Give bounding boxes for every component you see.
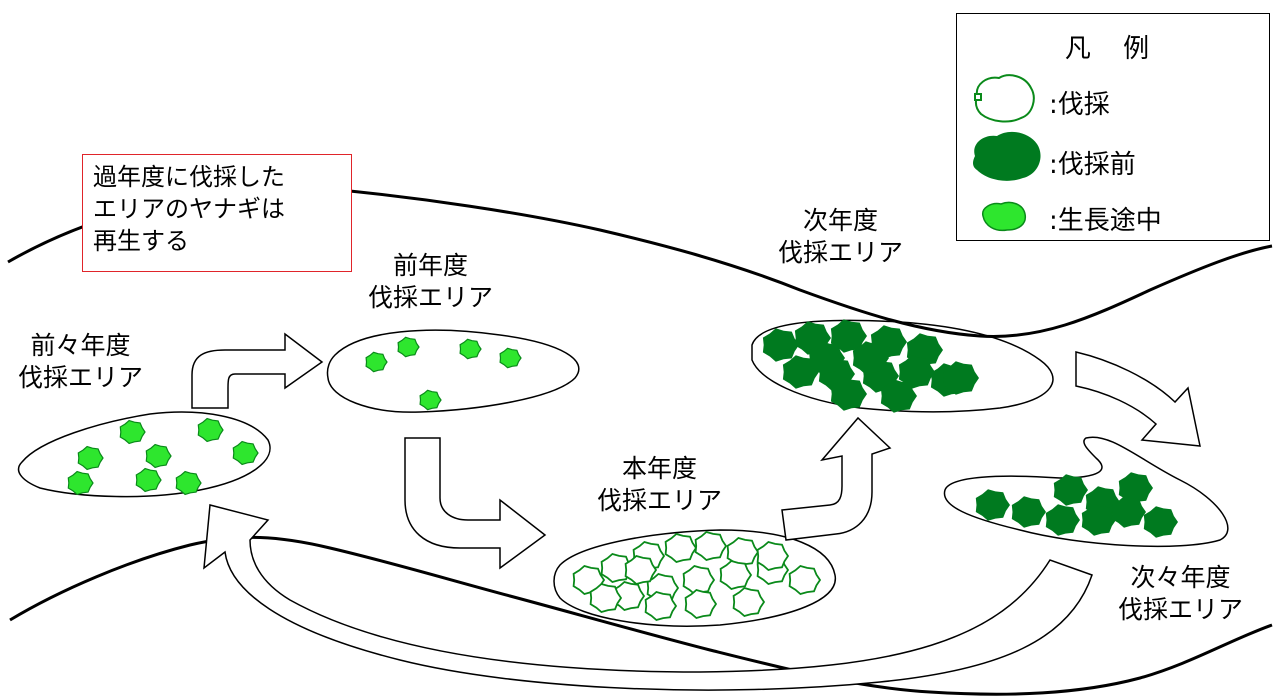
arrow-ji-to-jiji (1075, 351, 1201, 447)
growing-bush-zen-0 (365, 351, 388, 373)
before-cut-bush-ji-8 (898, 355, 935, 389)
area-jiji-line1: 次々年度 (1130, 563, 1231, 592)
before-cut-bush-jiji-2 (1053, 474, 1088, 506)
growing-bush-zenzen-7 (175, 470, 202, 496)
cut-bush-hon-16 (624, 555, 658, 585)
growing-bush-zen-4 (419, 389, 442, 411)
legend-title: 凡 例 (1064, 34, 1162, 64)
before-cut-bush-ji-11 (880, 379, 917, 413)
growing-bush-zenzen-6 (135, 467, 162, 493)
cut-bush-hon-5 (726, 537, 760, 567)
area-zenzen-label: 前々年度 伐採エリア (18, 330, 143, 394)
area-jiji-label: 次々年度 伐採エリア (1118, 562, 1243, 626)
growing-bush-zenzen-5 (67, 470, 94, 496)
legend-before-cut-label: :伐採前 (1049, 150, 1136, 180)
growing-bush-zen-3 (499, 347, 522, 369)
before-cut-bush-ji-0 (762, 328, 799, 362)
note-line-1: 過年度に伐採した (93, 163, 285, 191)
area-ji-line2: 伐採エリア (778, 238, 904, 267)
growing-bush-zenzen-4 (232, 440, 259, 466)
before-cut-bush-jiji-8 (1111, 496, 1146, 528)
legend-cut-label: :伐採 (1049, 90, 1110, 120)
growing-bush-zenzen-3 (145, 443, 172, 469)
area-ji-label: 次年度 伐採エリア (778, 205, 903, 269)
area-zen-outline (326, 329, 580, 413)
arrow-regeneration-loop (203, 504, 1093, 691)
area-jiji-line2: 伐採エリア (1118, 595, 1244, 624)
area-hon-label: 本年度 伐採エリア (597, 453, 722, 517)
cut-bush-hon-3 (664, 533, 698, 563)
area-ji-outline (751, 319, 1054, 413)
regeneration-note: 過年度に伐採した エリアのヤナギは 再生する (82, 154, 352, 272)
before-cut-bush-jiji-7 (1143, 506, 1178, 538)
legend: 凡 例 :伐採 :伐採前 :生長途中 (956, 13, 1270, 241)
growing-bush-zenzen-1 (197, 417, 224, 443)
before-cut-bush-jiji-0 (975, 489, 1010, 521)
cut-bush-hon-12 (644, 591, 678, 621)
cut-bush-hon-1 (600, 553, 634, 583)
cut-bush-hon-15 (589, 583, 623, 613)
note-line-3: 再生する (93, 227, 189, 255)
area-zen-label: 前年度 伐採エリア (368, 250, 493, 314)
growing-bush-zen-1 (397, 336, 420, 358)
legend-before-cut-icon (973, 131, 1041, 181)
before-cut-bush-jiji-1 (1011, 496, 1046, 528)
area-jiji-outline (943, 436, 1229, 548)
area-zenzen-outline (17, 411, 271, 498)
cut-bush-hon-17 (756, 541, 790, 571)
cut-bush-hon-4 (694, 531, 728, 561)
before-cut-bush-ji-14 (852, 341, 889, 375)
cut-bush-hon-14 (732, 587, 766, 617)
area-zenzen-line2: 伐採エリア (18, 363, 144, 392)
before-cut-bush-jiji-6 (1081, 504, 1116, 536)
lower-bank-line (9, 535, 1273, 696)
area-hon-line1: 本年度 (622, 454, 698, 483)
growing-bush-zenzen-2 (77, 445, 104, 471)
area-hon-outline (553, 529, 836, 627)
note-line-2: エリアのヤナギは (93, 195, 285, 223)
cut-bush-hon-11 (788, 565, 822, 595)
before-cut-bush-ji-2 (830, 319, 867, 353)
before-cut-bush-jiji-4 (1118, 472, 1153, 504)
arrow-zenzen-to-zen (191, 332, 324, 409)
legend-growing-label: :生長途中 (1049, 206, 1162, 236)
area-zenzen-line1: 前々年度 (30, 331, 131, 360)
cut-bush-hon-9 (719, 560, 753, 590)
area-zen-line1: 前年度 (393, 251, 469, 280)
growing-bush-zenzen-0 (119, 419, 146, 445)
area-hon-line2: 伐採エリア (597, 486, 723, 515)
legend-cut-icon (974, 74, 1035, 123)
before-cut-bush-ji-10 (830, 377, 867, 411)
legend-growing-icon (982, 201, 1027, 232)
cut-bush-hon-13 (684, 589, 718, 619)
before-cut-bush-ji-12 (942, 361, 979, 395)
area-ji-line1: 次年度 (803, 206, 879, 235)
growing-bush-zen-2 (459, 338, 482, 360)
before-cut-bush-ji-13 (808, 341, 845, 375)
arrow-zen-to-hon (404, 437, 547, 570)
before-cut-bush-jiji-5 (1045, 504, 1080, 536)
arrow-hon-to-ji (781, 416, 892, 541)
area-zen-line2: 伐採エリア (368, 283, 494, 312)
